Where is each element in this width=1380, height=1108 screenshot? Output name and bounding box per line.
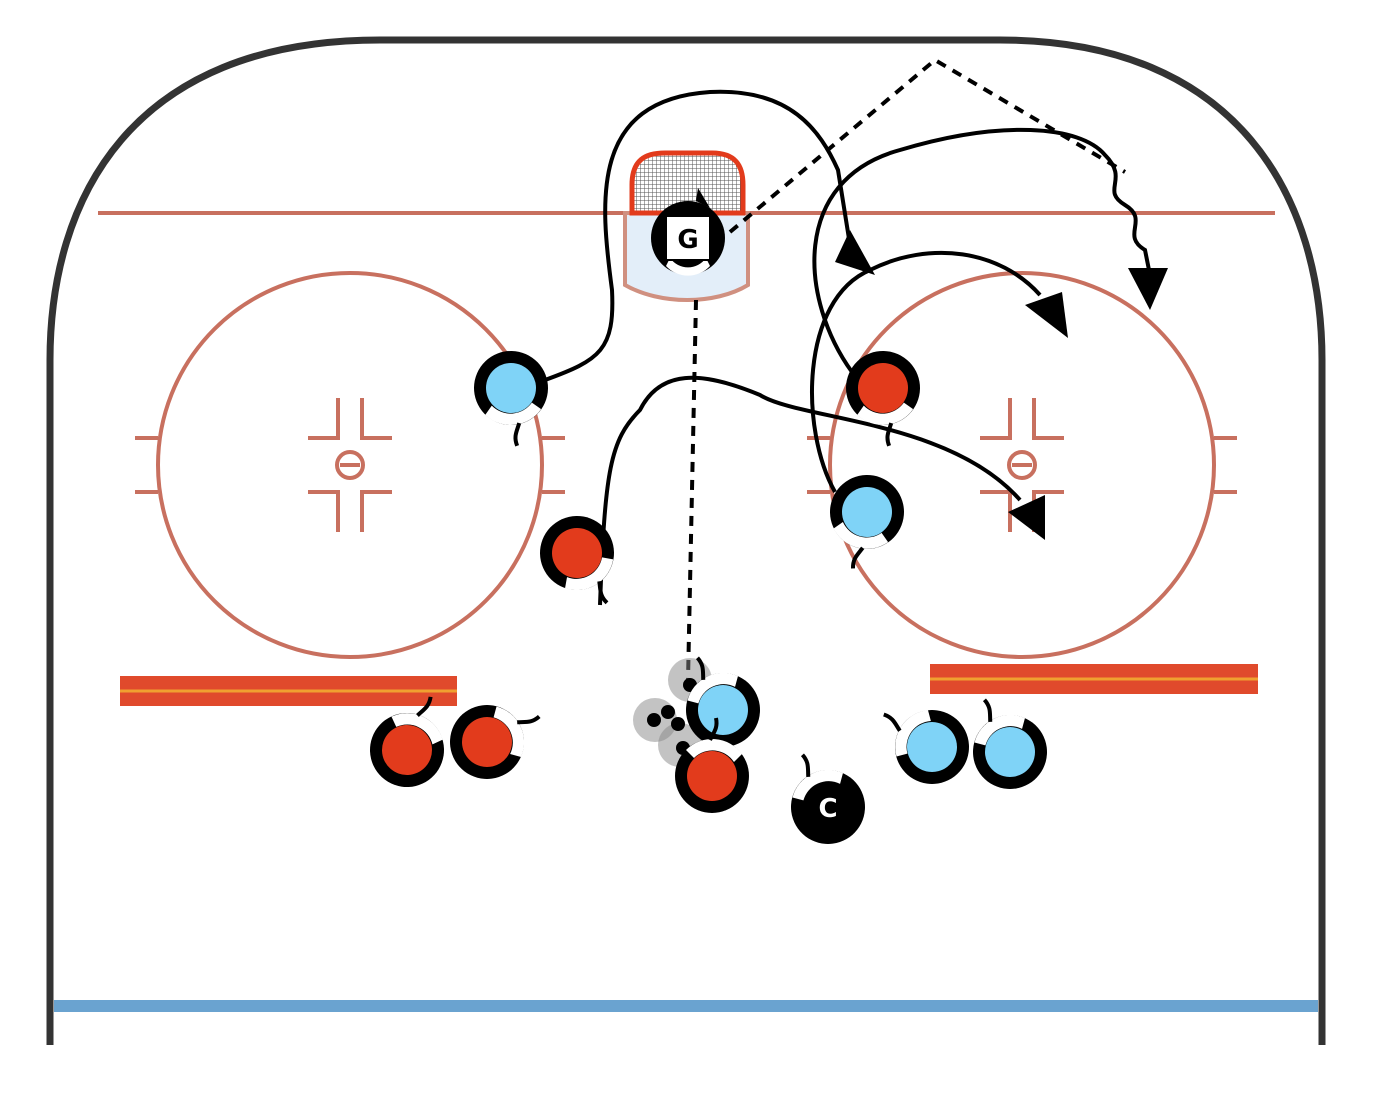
faceoff-circle-left — [135, 271, 565, 659]
arrow-icon — [1128, 268, 1168, 310]
rink-boards — [46, 36, 1326, 1045]
player-red[interactable] — [838, 343, 932, 454]
player-red[interactable] — [434, 678, 558, 795]
coach-label: C — [818, 794, 837, 824]
pass-line-1 — [728, 57, 1127, 234]
pass-line-2 — [686, 299, 698, 681]
goalie-label: G — [677, 225, 698, 255]
arrow-icon — [1025, 292, 1068, 338]
player-blue[interactable] — [946, 681, 1063, 805]
coach[interactable]: C — [764, 736, 881, 860]
arrow-icon — [835, 230, 875, 275]
bench-left — [120, 676, 457, 706]
player-red[interactable] — [673, 716, 751, 815]
player-red[interactable] — [357, 680, 464, 800]
player-blue[interactable] — [466, 343, 560, 454]
player-blue[interactable] — [818, 467, 912, 578]
arrowheads — [835, 230, 1168, 540]
player-blue[interactable] — [659, 639, 776, 763]
skate-path-1 — [544, 89, 852, 382]
player-red[interactable] — [523, 499, 643, 624]
skate-path-4 — [598, 375, 1022, 606]
goalie[interactable]: G — [651, 188, 725, 276]
player-blue[interactable] — [861, 683, 985, 800]
bench-right — [930, 664, 1258, 694]
pass-lines — [686, 57, 1127, 681]
faceoff-circle-right — [807, 271, 1237, 659]
goal-net — [629, 150, 746, 216]
arrow-icon — [1008, 495, 1045, 540]
